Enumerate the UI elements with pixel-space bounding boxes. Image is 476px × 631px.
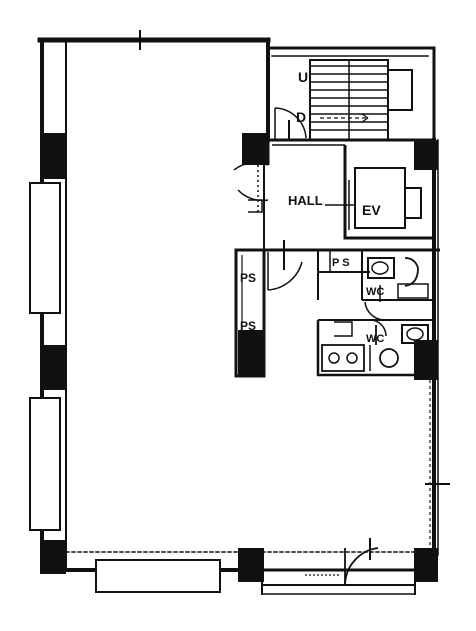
left-windows (29, 182, 61, 531)
hall-walls (238, 138, 440, 252)
hall-label: HALL (288, 193, 323, 208)
interior-dashed-lines (65, 135, 431, 550)
ps-left-label-1: PS (240, 271, 256, 285)
stair-up-label: U (298, 69, 308, 85)
wc-label-2: WC (366, 333, 384, 345)
ps-top-label: P S (332, 257, 350, 269)
elevator-label: EV (362, 202, 381, 218)
stair-down-label: D (296, 109, 306, 125)
bottom-window (95, 559, 221, 593)
structural-columns (40, 133, 438, 582)
stair-door[interactable] (274, 107, 307, 140)
corridor-door[interactable] (267, 240, 303, 291)
ps-left-label-2: PS (240, 319, 256, 333)
stairs (309, 59, 413, 141)
ps-shaft-left (234, 248, 266, 378)
wc-block (316, 250, 434, 377)
hall-door[interactable] (233, 161, 269, 215)
wc-label-1: WC (366, 286, 384, 298)
exterior-walls (37, 37, 439, 595)
entrance-door[interactable] (305, 538, 379, 586)
